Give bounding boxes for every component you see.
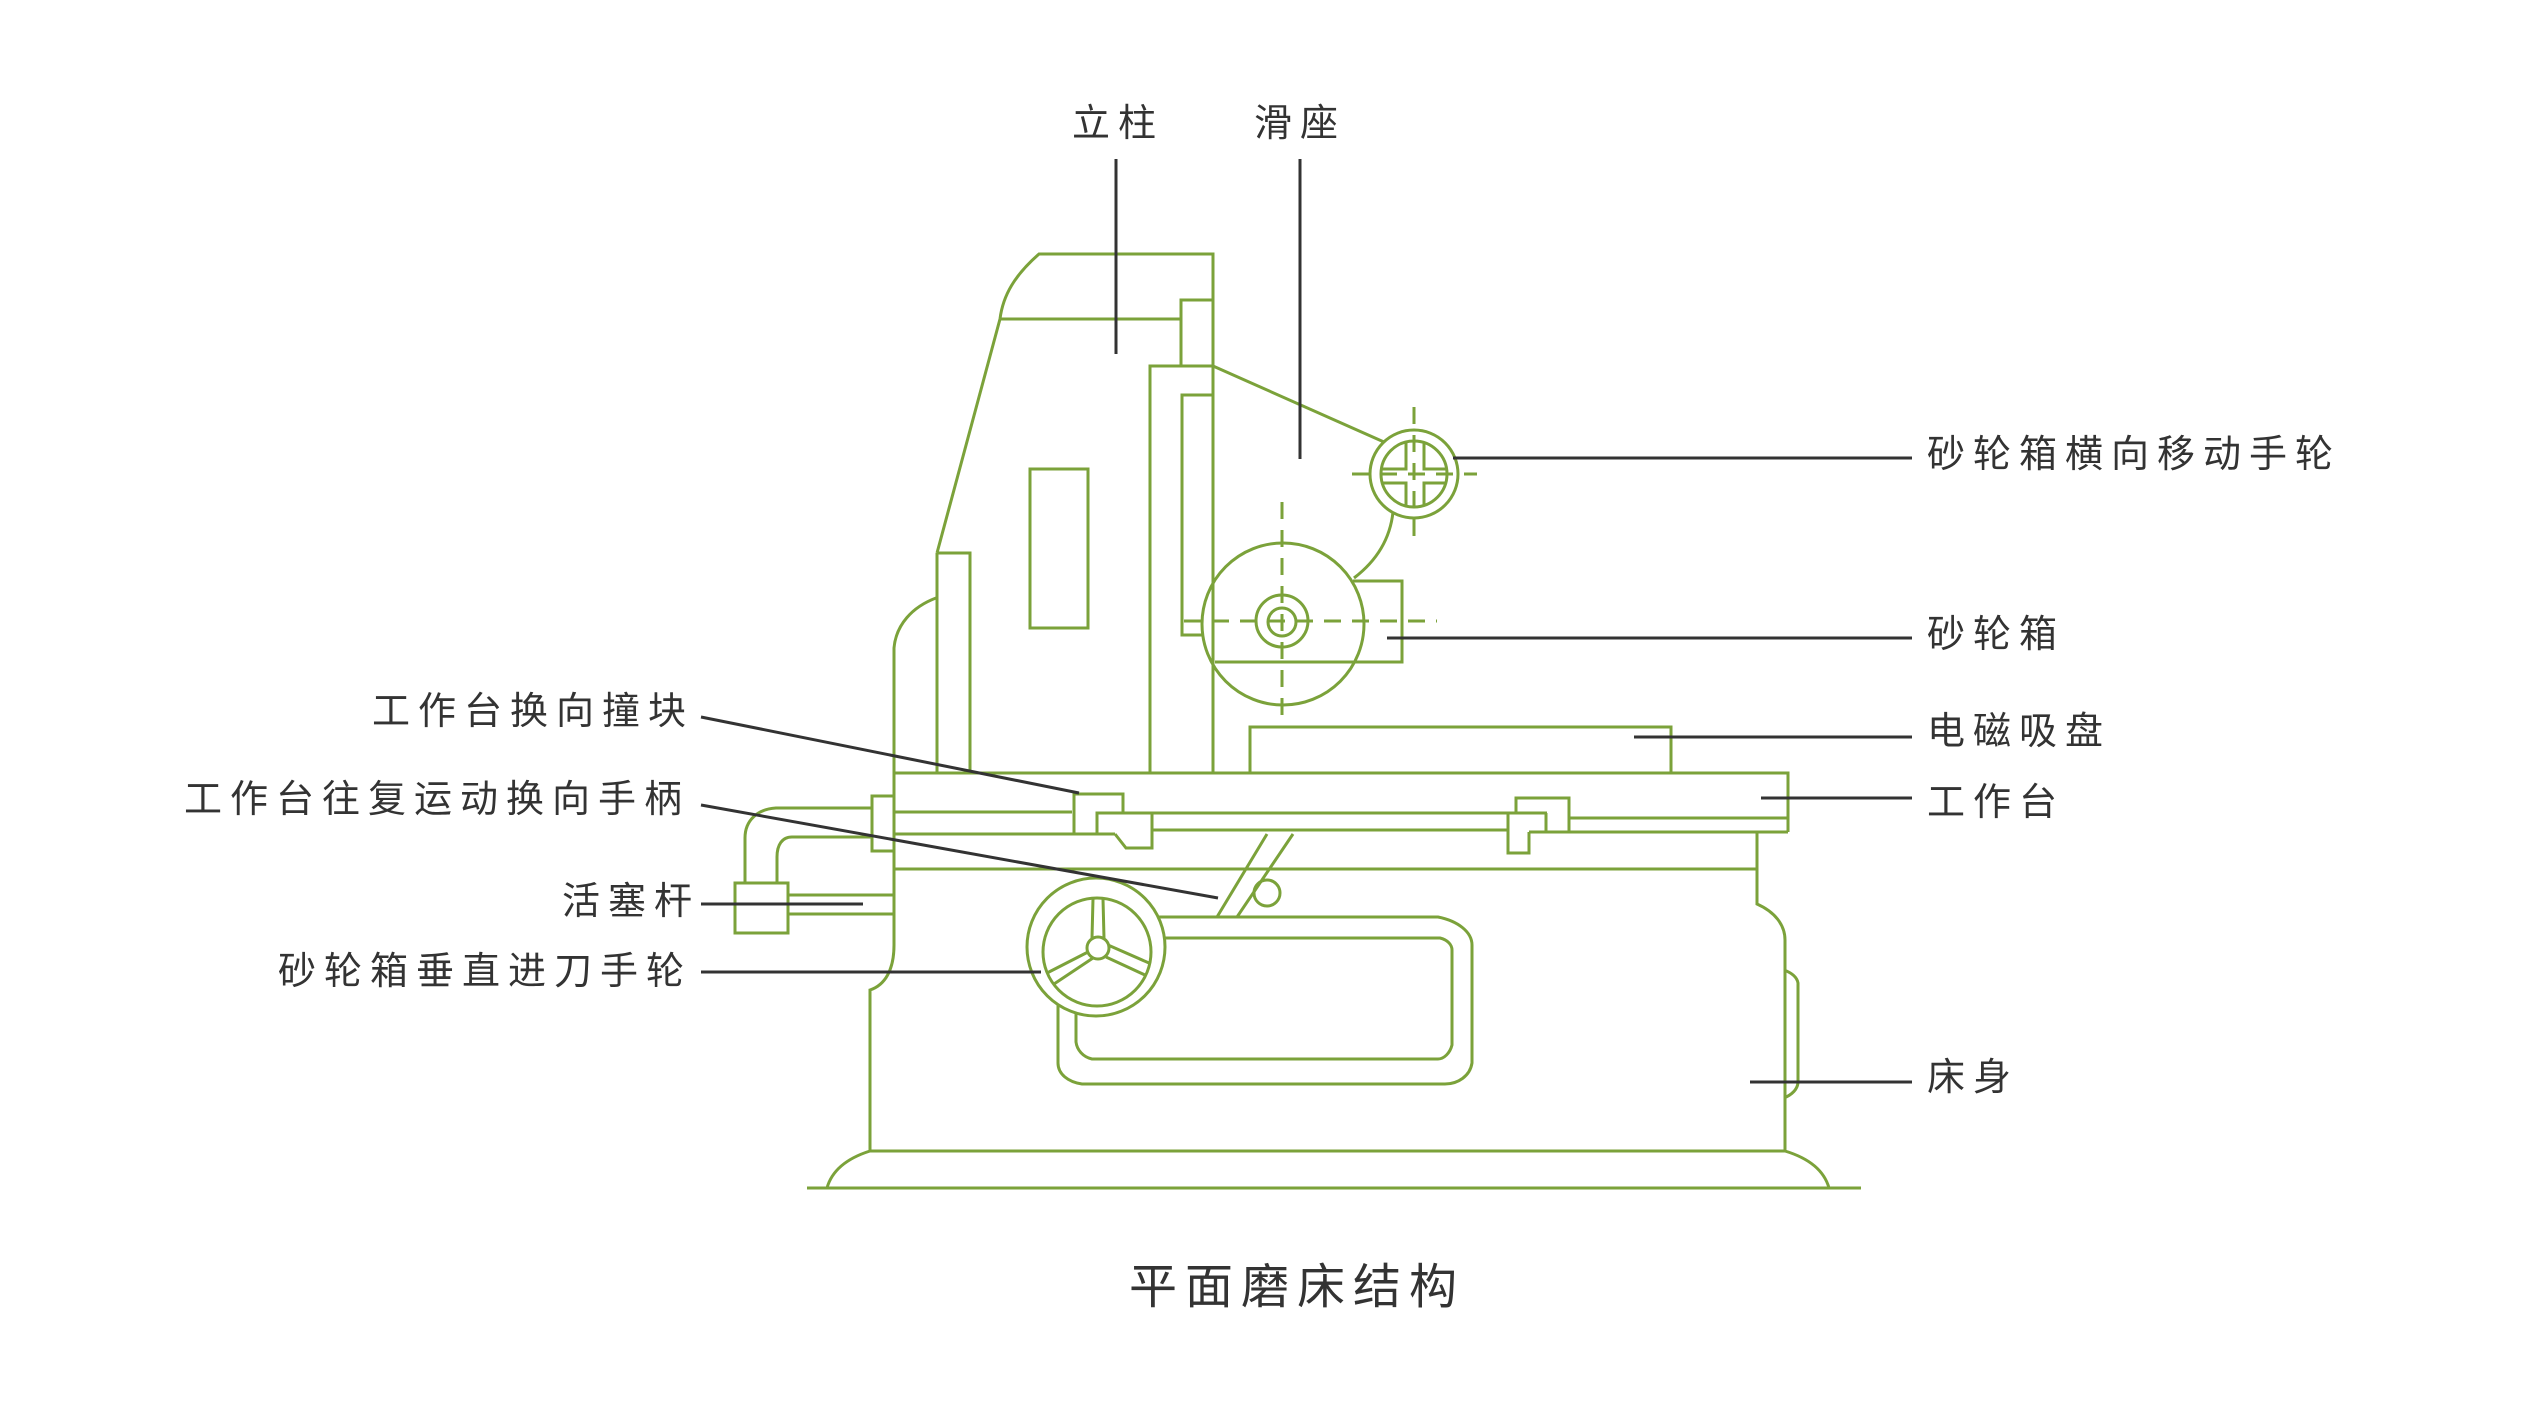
- diagram-title: 平面磨床结构: [1129, 1259, 1465, 1315]
- access-panel-inner: [1074, 936, 1454, 1061]
- worktable-left-rails: [894, 810, 1115, 836]
- label-cross-feed-handwheel: 砂轮箱横向移动手轮: [1927, 432, 2341, 476]
- label-piston-rod: 活塞杆: [562, 879, 700, 923]
- reversing-lever-pivot: [1252, 878, 1282, 908]
- slide-arm-curve: [1353, 511, 1395, 580]
- vertical-feed-handwheel-spoke-up: [1090, 898, 1106, 939]
- access-panel-outer: [1056, 915, 1474, 1086]
- bed-right-edge: [1755, 832, 1787, 1151]
- column-slant-edge: [935, 318, 1002, 554]
- leader-reversing-dog: [700, 715, 1080, 795]
- reversing-lever-shaft: [1215, 833, 1295, 918]
- bed: [807, 832, 1861, 1190]
- vertical-feed-handwheel-rim-outer: [1025, 876, 1167, 1018]
- label-wheel-head: 砂轮箱: [1927, 612, 2065, 656]
- slide-inner-guide: [1180, 393, 1213, 637]
- slide-outline: [1148, 364, 1213, 773]
- vertical-feed-handwheel-hub: [1085, 935, 1111, 961]
- worktable: [870, 771, 1790, 855]
- hydraulic-cylinder: [733, 806, 893, 935]
- column-window: [1028, 467, 1090, 630]
- slide: [1148, 364, 1395, 773]
- worktable-left-end-block: [870, 794, 894, 853]
- oil-pipe-outer: [743, 806, 872, 883]
- wheel-head: [1184, 502, 1437, 725]
- column: [868, 252, 1215, 1151]
- label-bed: 床身: [1927, 1055, 2019, 1099]
- label-worktable: 工作台: [1927, 780, 2065, 824]
- label-column: 立柱: [1072, 101, 1164, 145]
- column-top-outline: [998, 252, 1215, 773]
- label-reversing-dog: 工作台换向撞块: [372, 689, 694, 733]
- reversing-dog-left: [1072, 792, 1154, 850]
- leader-lines: [700, 159, 1912, 1084]
- vertical-feed-handwheel-spoke-right: [1105, 943, 1150, 977]
- worktable-right-rails: [1529, 816, 1788, 834]
- label-magnetic-chuck: 电磁吸盘: [1927, 709, 2111, 753]
- worktable-mid-rails: [1152, 811, 1547, 832]
- cross-feed-handwheel: [1352, 407, 1477, 540]
- bed-base: [825, 1149, 1831, 1189]
- labels: 立柱 滑座 砂轮箱横向移动手轮 砂轮箱 电磁吸盘 工作台 床身 工作台换向撞块 …: [184, 101, 2341, 1315]
- cylinder-body: [733, 881, 790, 935]
- vertical-feed-handwheel: [1025, 876, 1167, 1018]
- leader-reversing-lever: [700, 803, 1219, 900]
- label-vertical-feed-handwheel: 砂轮箱垂直进刀手轮: [278, 949, 692, 993]
- reversing-dog-right: [1506, 796, 1571, 855]
- oil-pipe-inner: [775, 835, 872, 883]
- vertical-feed-handwheel-rim-inner: [1041, 896, 1153, 1008]
- bed-side-plate: [1783, 968, 1800, 1100]
- cross-feed-handwheel-cross: [1382, 442, 1446, 506]
- piston-rod: [788, 893, 893, 916]
- vertical-feed-handwheel-spoke-left: [1046, 950, 1094, 986]
- column-base-curve: [868, 596, 937, 1151]
- magnetic-chuck: [1248, 725, 1673, 773]
- label-slide: 滑座: [1254, 101, 1346, 145]
- cross-feed-handwheel-outer: [1368, 428, 1460, 520]
- column-step: [1179, 298, 1213, 366]
- reversing-lever: [1215, 833, 1295, 918]
- column-strip: [935, 551, 972, 773]
- label-reversing-lever: 工作台往复运动换向手柄: [184, 777, 690, 821]
- worktable-top: [894, 771, 1790, 832]
- motor-box: [1215, 579, 1404, 664]
